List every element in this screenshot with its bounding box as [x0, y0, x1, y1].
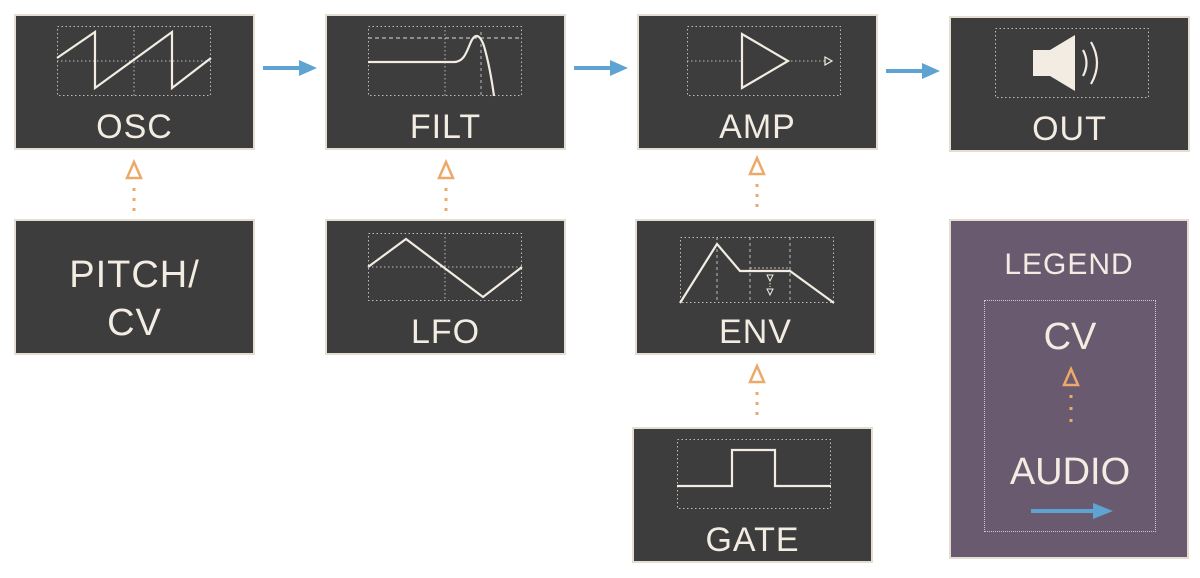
- cv-arrow-env-to-amp: [748, 154, 766, 210]
- legend-audio-label: AUDIO: [1009, 451, 1131, 493]
- audio-arrow-amp-to-out: [886, 63, 940, 79]
- adsr-envelope-icon: [679, 237, 835, 304]
- lfo-module: LFO: [325, 219, 566, 355]
- filt-label: FILT: [409, 108, 482, 146]
- audio-arrow-filt-to-amp: [574, 60, 628, 76]
- sawtooth-wave-icon: [56, 26, 212, 96]
- gate-label: GATE: [705, 521, 800, 559]
- legend-cv-arrow-icon: [1062, 365, 1080, 425]
- legend-panel: LEGEND CV AUDIO: [949, 219, 1189, 559]
- speaker-icon: [995, 28, 1149, 98]
- cv-arrow-gate-to-env: [748, 362, 766, 418]
- legend-audio-arrow-icon: [1031, 503, 1113, 519]
- lfo-label: LFO: [410, 313, 481, 351]
- gate-module: GATE: [632, 427, 873, 563]
- amp-label: AMP: [719, 108, 796, 146]
- gate-pulse-icon: [677, 439, 831, 509]
- cv-arrow-lfo-to-filt: [437, 158, 455, 212]
- out-label: OUT: [1032, 110, 1107, 148]
- env-label: ENV: [719, 313, 792, 351]
- legend-box: CV AUDIO: [984, 300, 1156, 532]
- pitch-cv-label-line1: PITCH/: [69, 254, 200, 296]
- pitch-cv-label: PITCH/ CV: [16, 251, 253, 347]
- legend-cv-label: CV: [1043, 316, 1097, 358]
- pitch-cv-module: PITCH/ CV: [14, 219, 255, 355]
- legend-title: LEGEND: [1004, 248, 1134, 281]
- audio-arrow-osc-to-filt: [263, 60, 317, 76]
- amplifier-triangle-icon: [687, 26, 841, 96]
- cv-arrow-pitch-to-osc: [125, 158, 143, 212]
- filt-module: FILT: [325, 14, 566, 150]
- amp-module: AMP: [637, 14, 878, 150]
- osc-label: OSC: [96, 108, 173, 146]
- out-module: OUT: [949, 16, 1190, 152]
- env-module: ENV: [635, 219, 876, 355]
- triangle-wave-icon: [367, 233, 523, 301]
- filter-curve-icon: [368, 26, 522, 97]
- osc-module: OSC: [14, 14, 255, 150]
- pitch-cv-label-line2: CV: [107, 302, 162, 344]
